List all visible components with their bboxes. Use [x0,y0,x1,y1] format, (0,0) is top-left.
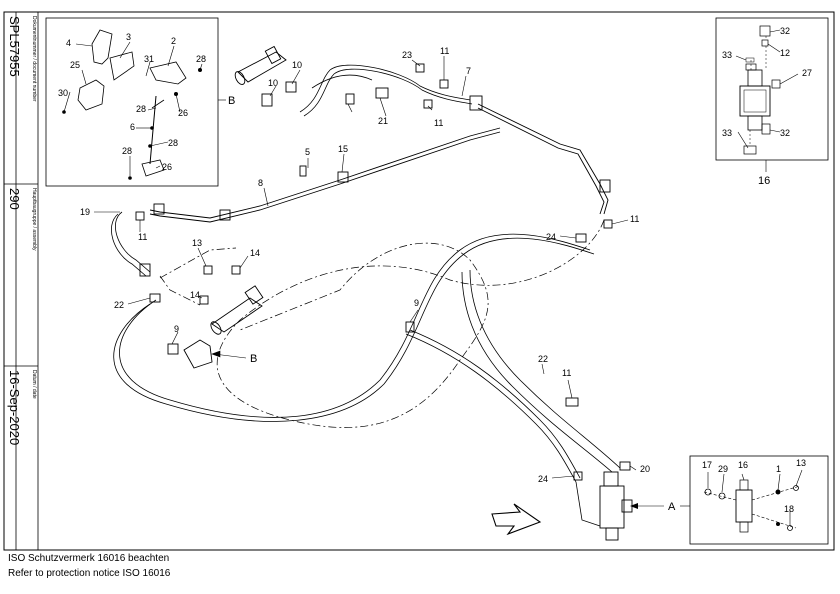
callout-7: 7 [466,66,471,76]
callout-30: 30 [58,88,68,98]
callout-3: 3 [126,32,131,42]
detail-b-label-inset: B [228,95,235,107]
callout-23: 23 [402,50,412,60]
callout-1: 1 [776,464,781,474]
callout-8: 8 [258,178,263,188]
document-number-caption: Dokumentnummer / document number [31,16,37,102]
callout-16: 16 [738,460,748,470]
callout-leaders [94,56,637,479]
callout-17: 17 [702,460,712,470]
callout-25: 25 [70,60,80,70]
callout-33: 33 [722,128,732,138]
date-value: 16-Sep-2020 [7,370,22,445]
hose-routing [111,64,621,527]
detail-16-inset [715,17,829,172]
callout-27: 27 [802,68,812,78]
callout-10: 10 [292,60,302,70]
callout-11: 11 [434,118,443,128]
callout-2: 2 [171,36,176,46]
callout-28: 28 [196,54,206,64]
callout-13: 13 [192,238,202,248]
callout-20: 20 [640,464,650,474]
callout-14: 14 [250,248,260,258]
callout-31: 31 [144,54,154,64]
assembly-number: 290 [7,188,22,210]
callout-24: 24 [538,474,548,484]
callout-22: 22 [538,354,548,364]
detail-a-label: A [668,501,676,513]
callout-32: 32 [780,128,790,138]
document-number: SPL57955 [7,16,22,77]
callout-11: 11 [562,368,571,378]
callout-5: 5 [305,147,310,157]
assembly-caption: Hauptbaugruppe / assembly [31,188,37,251]
callout-28: 28 [122,146,132,156]
title-block: Dokumentnummer / document number SPL5795… [4,12,39,550]
callout-18: 18 [784,504,794,514]
protection-notice-de: ISO Schutzvermerk 16016 beachten [8,553,170,564]
callout-10: 10 [268,78,278,88]
callout-15: 15 [338,144,348,154]
date-caption: Datum / date [31,370,37,399]
callout-11: 11 [138,232,147,242]
callout-28: 28 [168,138,178,148]
protection-notice-en: Refer to protection notice ISO 16016 [8,568,171,579]
direction-arrow-icon [491,503,542,536]
detail-b-inset [45,17,226,187]
callout-9: 9 [174,324,179,334]
callout-4: 4 [66,38,71,48]
callout-19: 19 [80,207,90,217]
callout-12: 12 [780,48,790,58]
callouts: 4 3 2 28 31 25 30 28 26 6 28 28 26 10 10… [58,26,812,514]
callout-28: 28 [136,104,146,114]
callout-26: 26 [178,108,188,118]
callout-24: 24 [546,232,556,242]
callout-6: 6 [130,122,135,132]
detail-b-label-main: B [250,353,257,365]
callout-33: 33 [722,50,732,60]
callout-21: 21 [378,116,388,126]
detail-a-inset [630,455,829,545]
drawing-frame [3,11,835,551]
callout-13: 13 [796,458,806,468]
callout-29: 29 [718,464,728,474]
callout-11: 11 [630,214,639,224]
callout-32: 32 [780,26,790,36]
detail-16-label: 16 [758,175,770,187]
callout-14: 14 [190,290,200,300]
callout-9: 9 [414,298,419,308]
callout-22: 22 [114,300,124,310]
callout-11: 11 [440,46,449,56]
callout-26: 26 [162,162,172,172]
detail-letters: B B A 16 [228,95,770,513]
